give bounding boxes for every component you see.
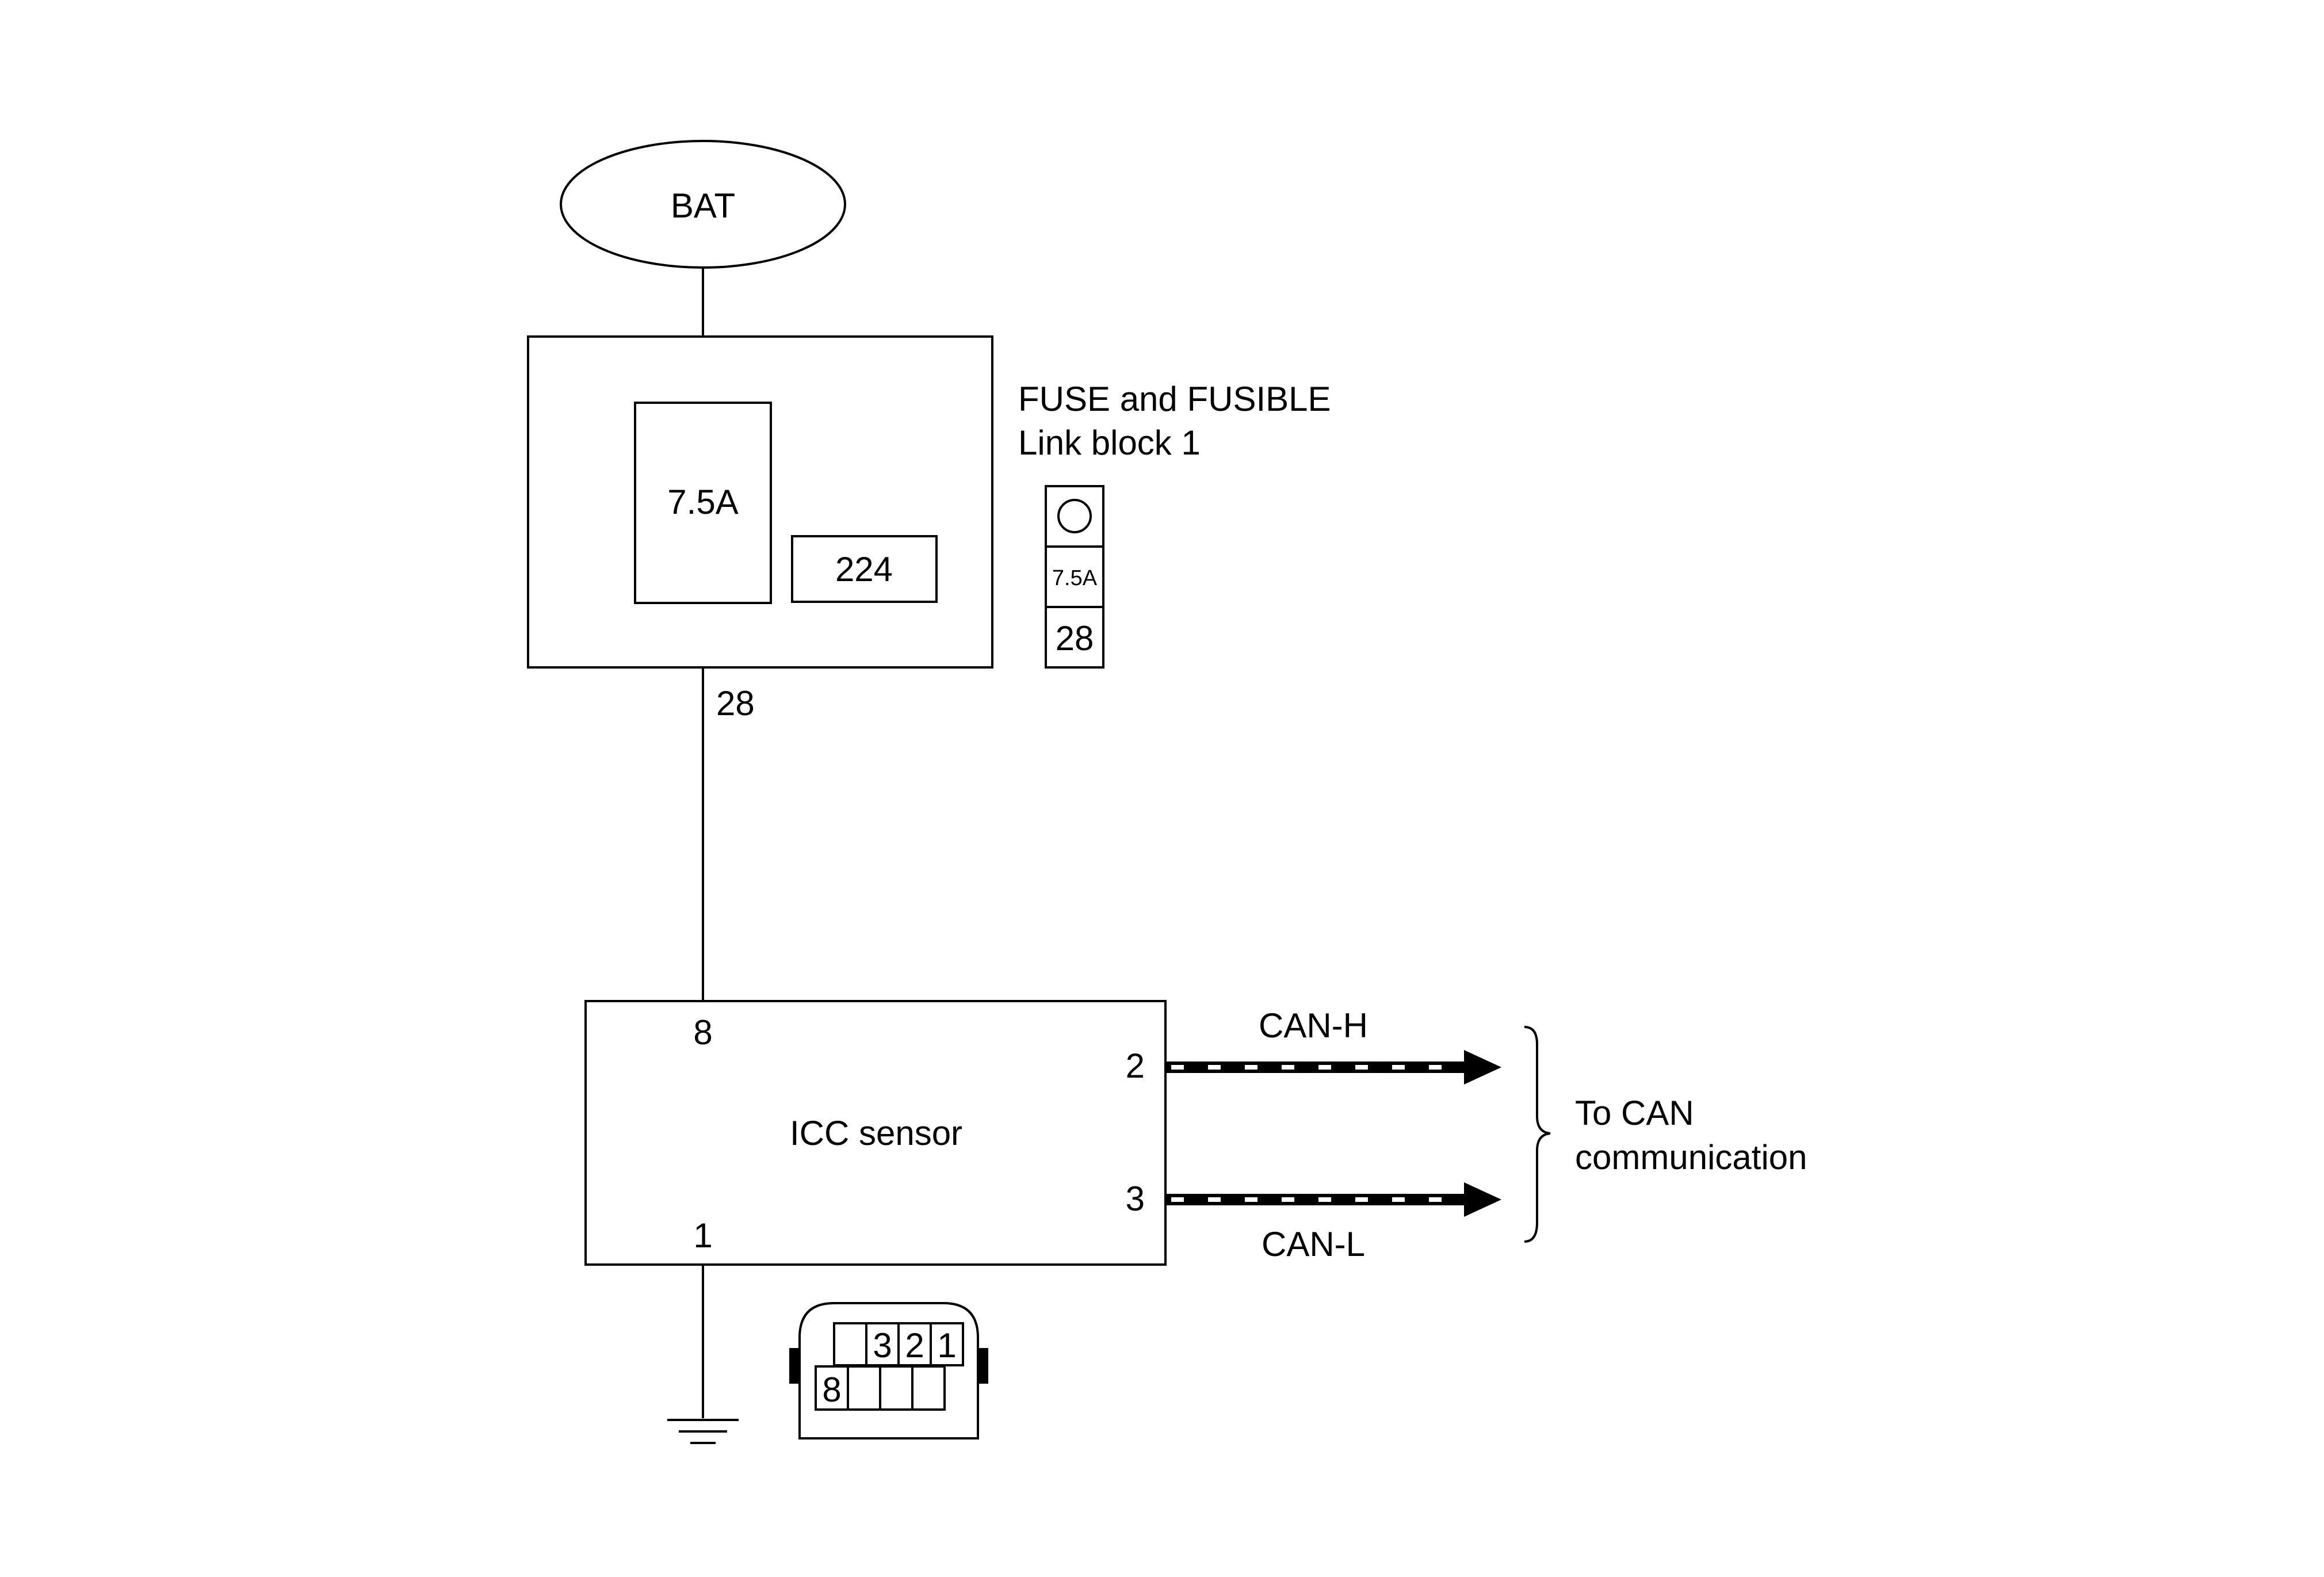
- can-destination-line2: communication: [1575, 1138, 1807, 1177]
- connector-cavity-blank: [879, 1365, 913, 1411]
- ground-icon: [667, 1419, 739, 1444]
- fuse-block-title-line2: Link block 1: [1018, 423, 1201, 462]
- connector-face: 3 2 1 8: [789, 1302, 988, 1439]
- connector-cavity-blank: [847, 1365, 881, 1411]
- can-l-label: CAN-L: [1262, 1225, 1365, 1263]
- battery-label: BAT: [671, 186, 735, 225]
- fuse-block: 7.5A 224: [527, 335, 993, 669]
- pin-8-label: 8: [693, 1013, 712, 1052]
- can-l-line: [1165, 1182, 1501, 1217]
- connector-bottom-0: 8: [822, 1370, 841, 1409]
- pin-1-label: 1: [693, 1216, 712, 1255]
- fuse-block-title-line1: FUSE and FUSIBLE: [1018, 380, 1331, 418]
- fuse-output-terminal: 28: [716, 684, 755, 723]
- battery: BAT: [560, 140, 846, 269]
- connector-cavity-blank: [833, 1322, 867, 1366]
- pin-2-label: 2: [1126, 1047, 1145, 1085]
- fuse-circle-icon: [1057, 499, 1092, 533]
- can-l-arrow-icon: [1464, 1182, 1501, 1217]
- connector-top-3: 1: [937, 1326, 956, 1365]
- can-h-label: CAN-H: [1259, 1006, 1368, 1045]
- connector-cavity-1: [930, 1322, 964, 1366]
- connector-top-2: 2: [905, 1326, 924, 1365]
- connector-cavity-blank: [911, 1365, 946, 1411]
- can-brace-icon: [1524, 1026, 1551, 1243]
- fuse-rating-label: 7.5A: [667, 483, 738, 521]
- icc-sensor: 8 1 ICC sensor 2 3: [584, 1000, 1167, 1266]
- can-h-line: [1165, 1050, 1501, 1085]
- fuse-symbol-rating: 7.5A: [1052, 566, 1098, 590]
- connector-top-1: 3: [873, 1326, 892, 1365]
- can-destination-line1: To CAN: [1575, 1094, 1694, 1132]
- icc-sensor-label: ICC sensor: [790, 1114, 962, 1152]
- fuse-number-box: [791, 535, 938, 603]
- fuse-symbol-number: 28: [1056, 619, 1094, 658]
- fuse-number-label: 224: [835, 550, 893, 589]
- can-h-arrow-icon: [1464, 1050, 1501, 1085]
- pin-3-label: 3: [1126, 1179, 1145, 1218]
- fuse-location-symbol: 7.5A 28: [1045, 485, 1104, 669]
- fuse-7-5a: [634, 402, 772, 604]
